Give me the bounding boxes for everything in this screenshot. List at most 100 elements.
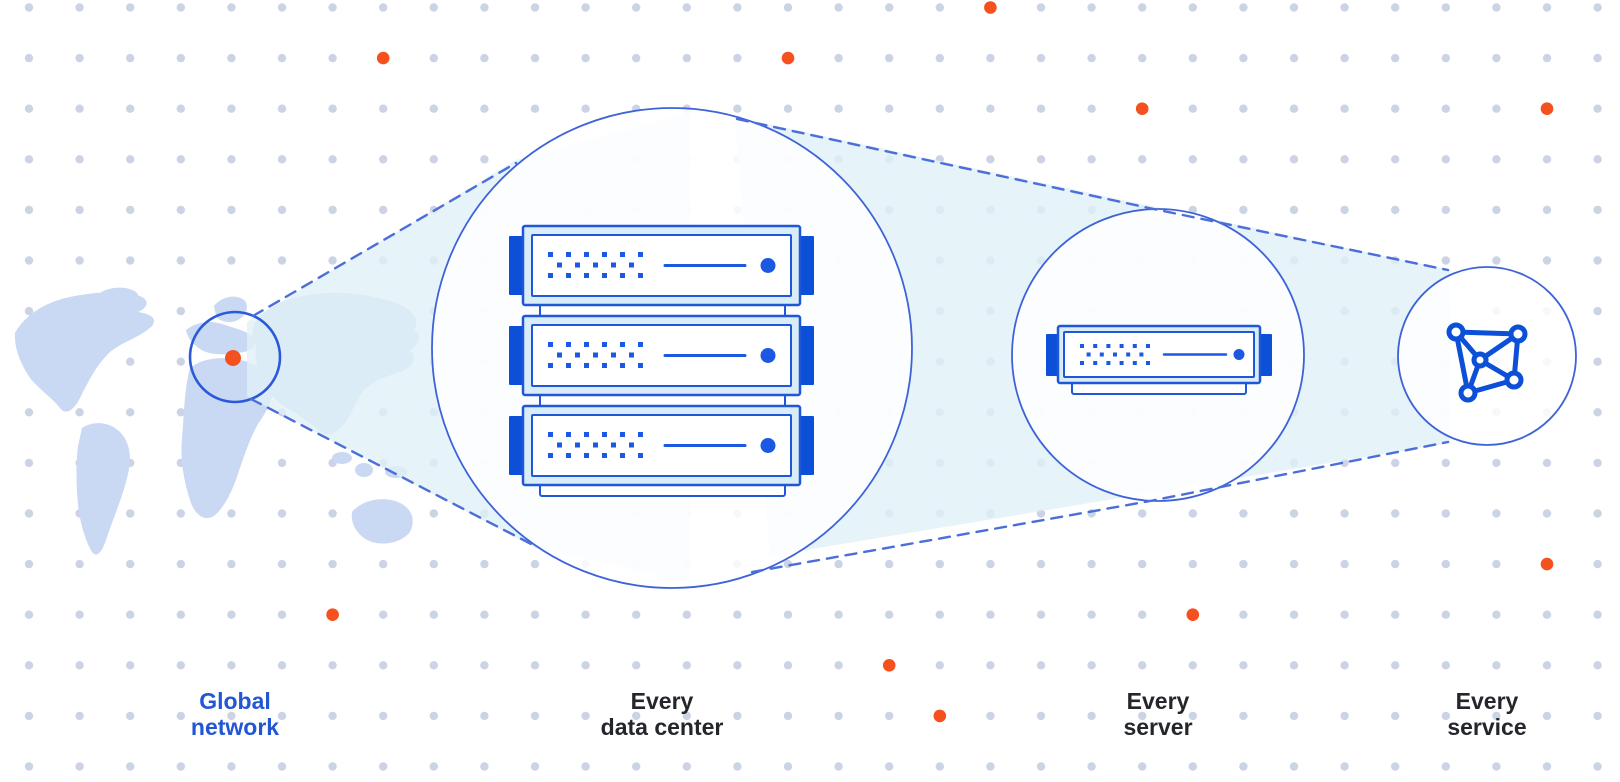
grid-dot bbox=[75, 661, 84, 670]
grid-dot bbox=[1391, 762, 1400, 771]
grid-dot bbox=[935, 53, 944, 63]
grid-dot bbox=[1492, 559, 1501, 569]
grid-dot bbox=[1087, 610, 1096, 619]
server-unit-icon bbox=[507, 314, 816, 397]
grid-dot bbox=[75, 104, 84, 113]
grid-dot bbox=[75, 610, 84, 619]
grid-dot bbox=[834, 104, 843, 113]
grid-dot bbox=[429, 3, 438, 12]
grid-dot bbox=[1492, 661, 1501, 670]
grid-dot bbox=[1138, 610, 1147, 619]
grid-dot bbox=[834, 711, 843, 721]
grid-dot bbox=[126, 155, 135, 164]
grid-dot bbox=[1340, 559, 1349, 569]
grid-dot bbox=[1239, 205, 1248, 215]
grid-dot bbox=[176, 306, 185, 316]
grid-dot bbox=[277, 509, 287, 518]
grid-dot bbox=[1289, 661, 1299, 670]
island-sumatra bbox=[332, 452, 352, 464]
grid-dot bbox=[1188, 661, 1198, 670]
grid-dot bbox=[429, 762, 438, 771]
grid-dot bbox=[277, 610, 287, 619]
grid-dot bbox=[530, 104, 540, 113]
grid-dot bbox=[935, 3, 944, 12]
continent-australia bbox=[351, 499, 413, 544]
grid-dot bbox=[379, 205, 388, 215]
server-led bbox=[1132, 344, 1137, 348]
grid-dot bbox=[277, 104, 287, 113]
grid-dot bbox=[1593, 3, 1602, 12]
zoom-guide-dashed-lines bbox=[249, 117, 1450, 574]
grid-dot bbox=[1391, 53, 1400, 63]
grid-dot bbox=[783, 3, 793, 12]
grid-dot bbox=[429, 610, 438, 619]
accent-dot bbox=[984, 1, 997, 14]
grid-dot bbox=[885, 559, 894, 569]
grid-dot bbox=[1441, 762, 1451, 771]
grid-dot bbox=[1593, 661, 1602, 670]
grid-dot bbox=[1492, 711, 1501, 721]
grid-dot bbox=[277, 762, 287, 771]
grid-dot bbox=[1391, 205, 1400, 215]
grid-dot bbox=[1087, 53, 1096, 63]
grid-dot bbox=[1340, 610, 1349, 619]
grid-dot bbox=[885, 610, 894, 619]
grid-dot bbox=[1391, 458, 1400, 468]
grid-dot bbox=[632, 661, 641, 670]
grid-dot bbox=[783, 661, 793, 670]
grid-dot bbox=[277, 205, 287, 215]
grid-dot bbox=[1542, 256, 1552, 265]
accent-dot bbox=[1540, 557, 1554, 571]
grid-dot bbox=[1087, 661, 1096, 670]
label-line: Global bbox=[199, 688, 271, 714]
accent-dot bbox=[1186, 608, 1200, 621]
grid-dot bbox=[277, 559, 287, 569]
grid-dot bbox=[834, 3, 843, 12]
grid-dot bbox=[1036, 610, 1046, 619]
grid-dot bbox=[1340, 205, 1349, 215]
grid-dot bbox=[530, 53, 540, 63]
grid-dot bbox=[935, 661, 944, 670]
grid-dot bbox=[1188, 559, 1198, 569]
grid-dot bbox=[1542, 205, 1552, 215]
grid-dot bbox=[176, 711, 185, 721]
grid-dot bbox=[1289, 104, 1299, 113]
grid-dot bbox=[176, 509, 185, 518]
dashed-line-bottom-left bbox=[249, 397, 537, 548]
grid-dot bbox=[1239, 104, 1248, 113]
grid-dot bbox=[1239, 711, 1248, 721]
grid-dot bbox=[1492, 458, 1501, 468]
grid-dot bbox=[24, 711, 34, 721]
continent-africa bbox=[181, 358, 273, 519]
grid-dot bbox=[935, 559, 944, 569]
grid-dot bbox=[1087, 104, 1096, 113]
grid-dot bbox=[1441, 559, 1451, 569]
grid-dot bbox=[277, 458, 287, 468]
grid-dot bbox=[885, 3, 894, 12]
grid-dot bbox=[1087, 711, 1096, 721]
grid-dot bbox=[429, 661, 438, 670]
grid-dot bbox=[277, 711, 287, 721]
accent-dot bbox=[1135, 102, 1149, 115]
grid-dot bbox=[530, 3, 540, 12]
grid-dot bbox=[277, 53, 287, 63]
grid-dot bbox=[1239, 762, 1248, 771]
grid-dot bbox=[632, 3, 641, 12]
grid-dot bbox=[176, 661, 185, 670]
grid-dot bbox=[581, 661, 590, 670]
grid-dot bbox=[227, 155, 236, 164]
grid-dot bbox=[379, 3, 388, 12]
grid-dot bbox=[1087, 762, 1096, 771]
grid-dot bbox=[126, 357, 135, 366]
grid-dot bbox=[429, 711, 438, 721]
accent-dot bbox=[933, 709, 947, 723]
grid-dot bbox=[1593, 458, 1602, 468]
grid-dot bbox=[1036, 559, 1046, 569]
grid-dot bbox=[1593, 306, 1602, 316]
grid-dot bbox=[328, 205, 337, 215]
grid-dot bbox=[1188, 53, 1198, 63]
grid-dot bbox=[986, 53, 995, 63]
grid-dot bbox=[834, 610, 843, 619]
grid-dot bbox=[227, 53, 236, 63]
grid-dot bbox=[24, 53, 34, 63]
